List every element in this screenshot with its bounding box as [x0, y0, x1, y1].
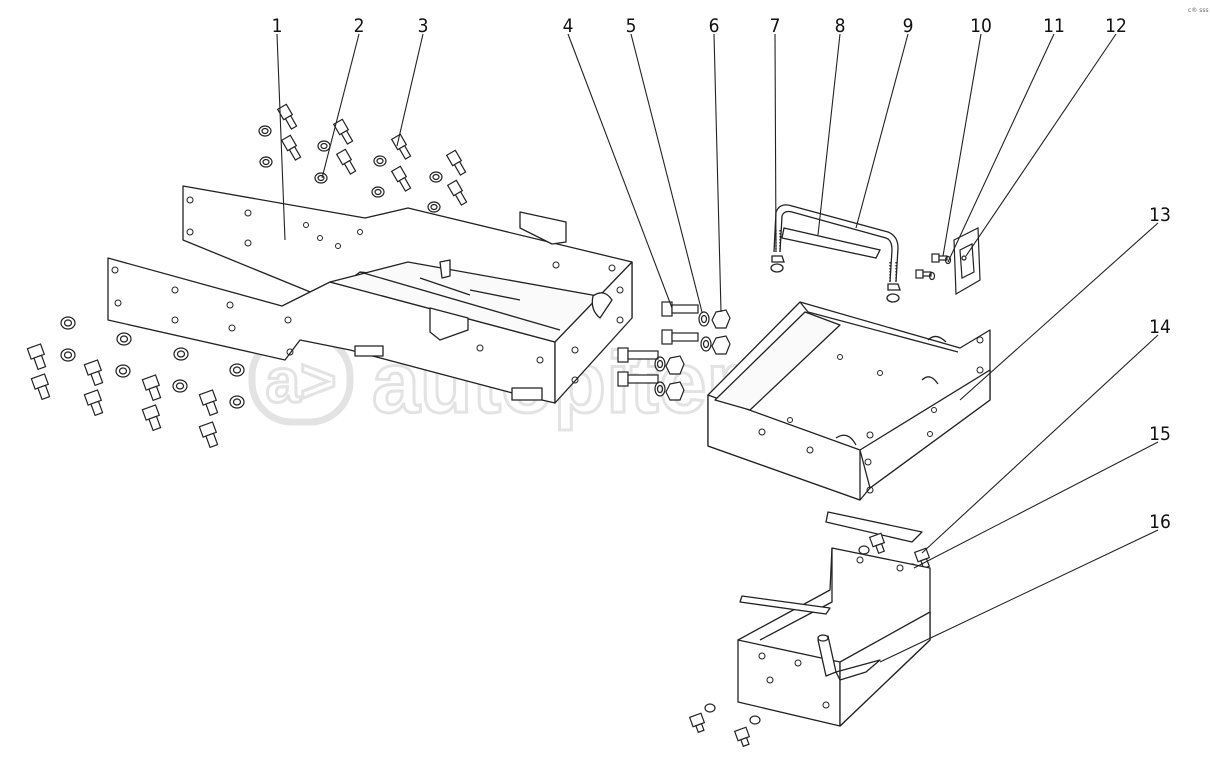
callout-16: 16 — [1149, 511, 1171, 533]
callout-2: 2 — [354, 15, 365, 37]
bolts-lower-tray — [688, 703, 761, 748]
part-7-8-9-ubolt — [770, 204, 901, 303]
callout-7: 7 — [770, 15, 781, 37]
callout-10: 10 — [970, 15, 992, 37]
part-16-tray — [737, 547, 931, 727]
callout-3: 3 — [418, 15, 429, 37]
part-13-box — [707, 301, 991, 543]
callout-6: 6 — [709, 15, 720, 37]
callout-5: 5 — [626, 15, 637, 37]
callout-9: 9 — [903, 15, 914, 37]
callout-1: 1 — [272, 15, 283, 37]
part-2-3-bolts-upper — [258, 103, 468, 213]
callout-13: 13 — [1149, 204, 1171, 226]
callout-8: 8 — [835, 15, 846, 37]
callout-4: 4 — [563, 15, 574, 37]
corner-mark: c® sss — [1188, 7, 1209, 14]
bolts-lower-left — [26, 316, 245, 449]
leader-lines — [276, 33, 1159, 663]
callout-11: 11 — [1043, 15, 1065, 37]
callout-12: 12 — [1105, 15, 1127, 37]
callout-15: 15 — [1149, 423, 1171, 445]
part-4-5-6-fasteners — [617, 301, 731, 401]
callout-14: 14 — [1149, 316, 1171, 338]
callouts: 1 2 3 4 5 6 7 8 9 10 11 12 13 14 15 16 — [272, 15, 1171, 533]
part-1-frame — [107, 185, 633, 404]
